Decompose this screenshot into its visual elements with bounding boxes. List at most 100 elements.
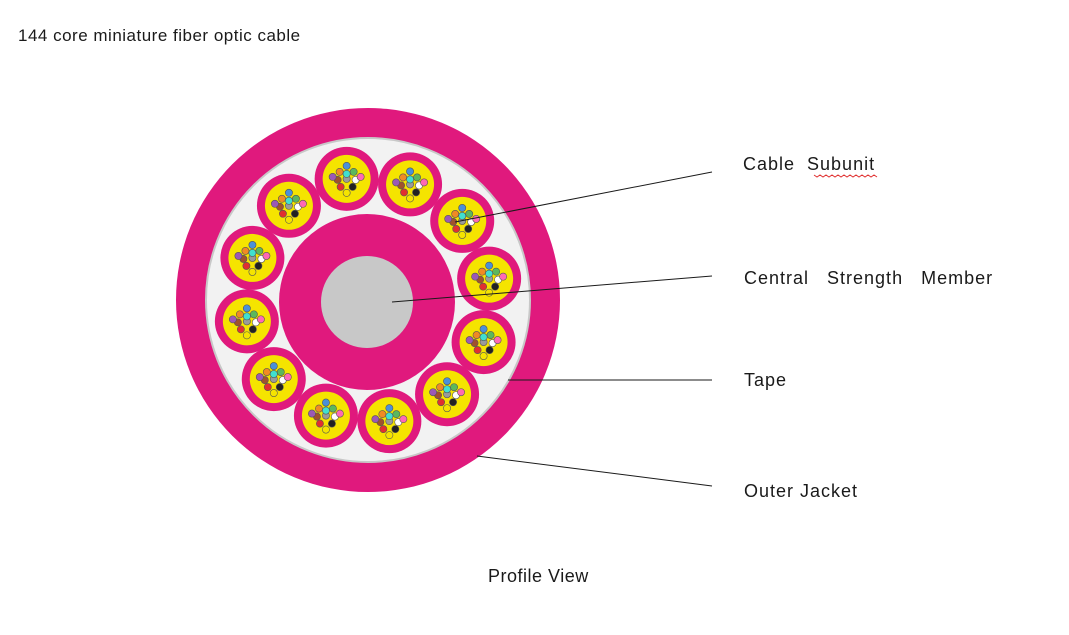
cable-subunit (256, 173, 321, 238)
optical-fiber (458, 212, 467, 220)
cable-subunit (451, 310, 516, 375)
cable-subunit (220, 225, 285, 290)
optical-fiber (378, 410, 387, 419)
optical-fiber (328, 419, 336, 428)
optical-fiber (471, 272, 480, 281)
optical-fiber (406, 175, 414, 184)
optical-fiber (479, 352, 488, 360)
optical-fiber (315, 404, 323, 413)
optical-fiber (400, 188, 408, 197)
optical-fiber (285, 215, 293, 224)
caption-profile-view: Profile View (488, 566, 589, 586)
optical-fiber (491, 282, 500, 291)
optical-fiber (356, 172, 365, 181)
optical-fiber (254, 262, 263, 270)
optical-fiber (275, 383, 284, 391)
optical-fiber (299, 199, 307, 208)
label-cable-subunit: Cable Subunit (743, 154, 875, 174)
optical-fiber (279, 209, 287, 218)
optical-fiber (412, 188, 420, 197)
optical-fiber (269, 389, 278, 397)
optical-fiber (242, 262, 251, 270)
optical-fiber (486, 331, 495, 339)
optical-fiber (371, 415, 380, 424)
optical-fiber (322, 398, 330, 407)
optical-fiber (449, 398, 457, 407)
cable-subunit (241, 347, 306, 412)
optical-fiber (443, 377, 451, 386)
optical-fiber (278, 194, 286, 203)
label-central-strength-member: Central Strength Member (744, 268, 993, 288)
optical-fiber (349, 167, 358, 176)
optical-fiber (249, 310, 258, 319)
spellcheck-squiggle (813, 174, 878, 178)
optical-fiber (465, 210, 474, 218)
cable-subunit (457, 246, 522, 311)
optical-fiber (406, 194, 414, 203)
subunit-ring (214, 146, 522, 454)
optical-fiber (492, 267, 501, 276)
leader-line-cable-subunit (454, 171, 713, 223)
optical-fiber (248, 268, 257, 276)
optical-fiber (464, 225, 473, 233)
optical-fiber (291, 209, 299, 218)
optical-fiber (316, 419, 324, 428)
cable-subunit (314, 146, 379, 211)
page-title: 144 core miniature fiber optic cable (18, 26, 301, 45)
optical-fiber (348, 182, 357, 191)
optical-fiber (322, 425, 330, 434)
optical-fiber (262, 368, 271, 376)
optical-fiber (263, 383, 272, 391)
optical-fiber (228, 315, 237, 324)
optical-fiber (269, 362, 278, 370)
leader-line-outer-jacket (476, 455, 713, 487)
optical-fiber (276, 368, 285, 376)
optical-fiber (292, 194, 300, 203)
cable-subunit (415, 362, 480, 427)
optical-fiber (465, 336, 474, 344)
optical-fiber (479, 325, 488, 333)
optical-fiber (485, 346, 494, 354)
optical-fiber (255, 247, 264, 255)
optical-fiber (392, 178, 400, 187)
optical-fiber (308, 409, 316, 418)
optical-fiber (436, 383, 444, 392)
optical-fiber (443, 385, 451, 394)
leader-line-central-strength-member (391, 275, 713, 303)
optical-fiber (342, 161, 351, 170)
optical-fiber (328, 172, 337, 181)
optical-fiber (457, 388, 465, 397)
optical-fiber (235, 310, 244, 319)
optical-fiber (385, 431, 394, 440)
optical-fiber (283, 373, 292, 381)
optical-fiber (248, 241, 257, 249)
optical-fiber (392, 410, 401, 419)
optical-fiber (406, 167, 414, 176)
optical-fiber (399, 173, 407, 182)
cable-subunit (214, 289, 279, 354)
optical-fiber (479, 333, 488, 341)
optical-fiber (342, 188, 351, 197)
optical-fiber (385, 412, 394, 421)
optical-fiber (256, 315, 265, 324)
optical-fiber (329, 404, 337, 413)
optical-fiber (336, 182, 345, 191)
optical-fiber (473, 346, 482, 354)
optical-fiber (255, 373, 264, 381)
optical-fiber (443, 404, 451, 413)
optical-fiber (499, 272, 508, 281)
optical-fiber (413, 173, 421, 182)
cable-subunit (357, 389, 422, 454)
optical-fiber (322, 406, 330, 415)
optical-fiber (248, 249, 257, 257)
optical-fiber (485, 288, 494, 297)
optical-fiber (242, 304, 251, 313)
optical-fiber (241, 247, 250, 255)
optical-fiber (451, 210, 460, 218)
optical-fiber (262, 252, 271, 260)
optical-fiber (437, 398, 445, 407)
optical-fiber (242, 312, 251, 321)
cable-subunit (378, 152, 443, 217)
optical-fiber (479, 282, 488, 291)
